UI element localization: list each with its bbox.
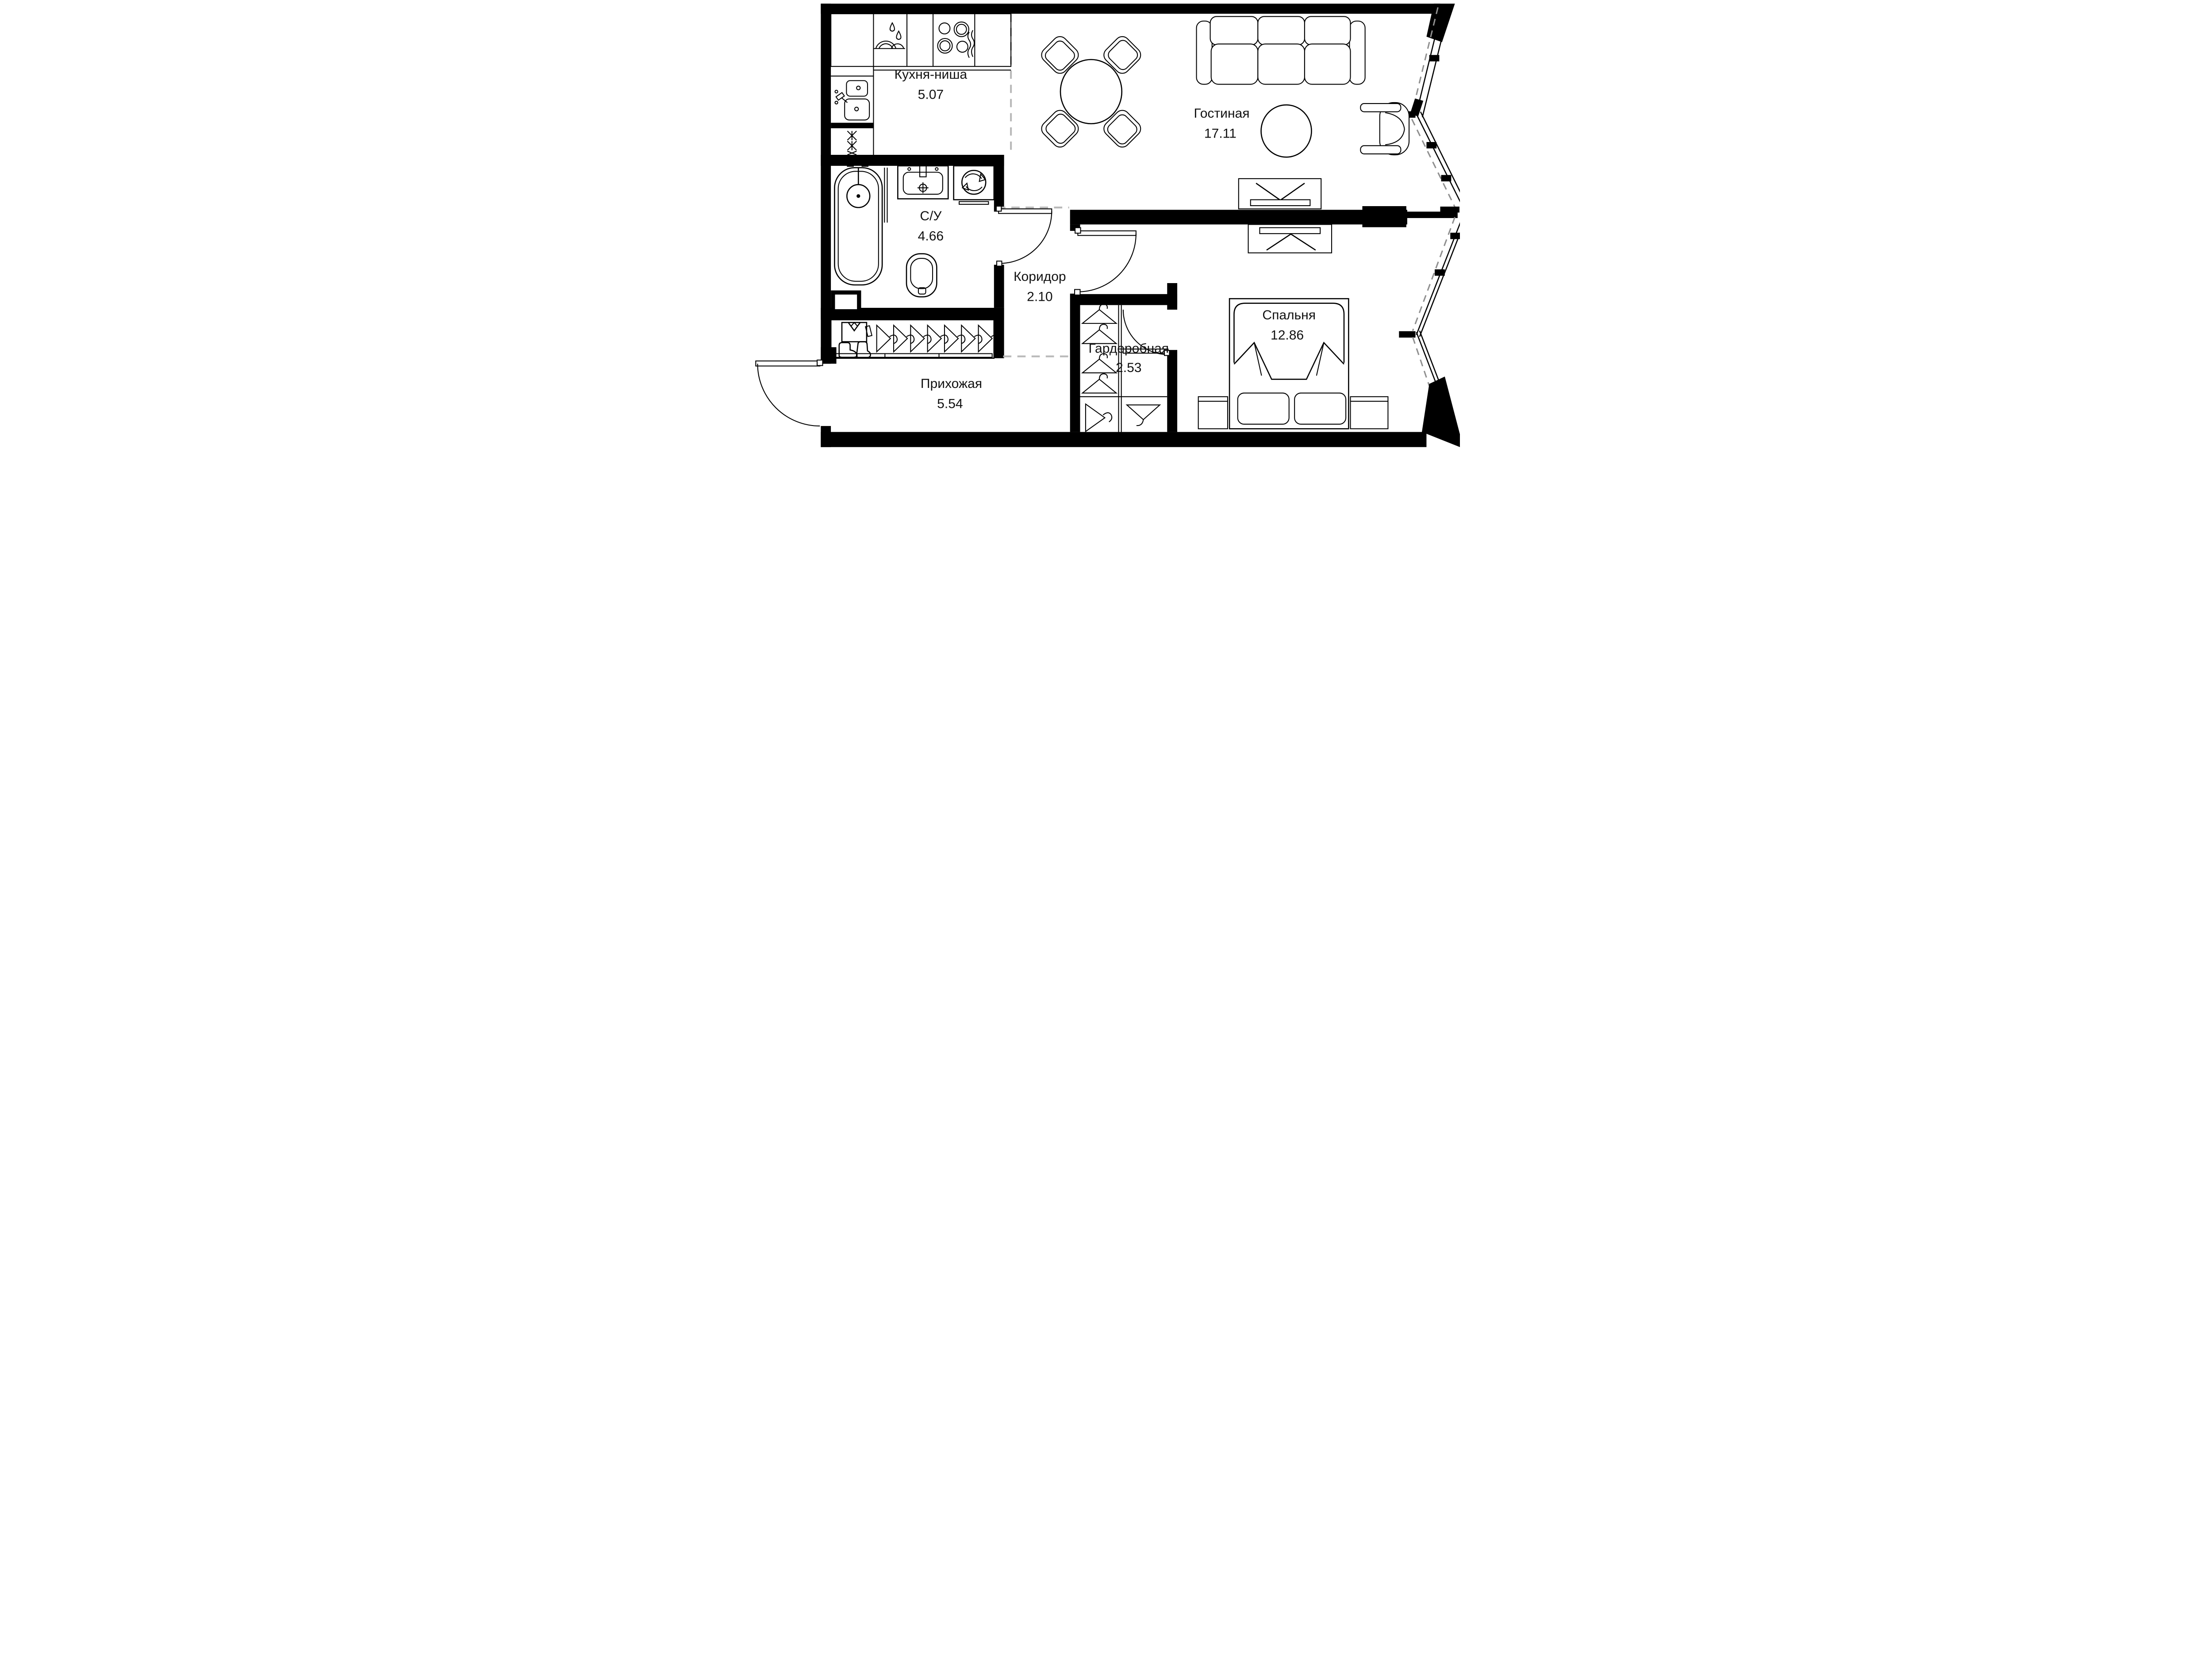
pillow	[1237, 392, 1290, 425]
bedroom-door	[1074, 227, 1137, 295]
toilet-icon	[906, 253, 937, 298]
hanger-icon	[1085, 403, 1113, 433]
hanger-icon	[1081, 353, 1118, 374]
hanger-icon	[1081, 324, 1118, 344]
zone-boundaries	[997, 14, 1069, 357]
facade-vertex-v3	[1399, 331, 1416, 338]
hanger-icon	[910, 324, 932, 353]
hanger-icon	[876, 324, 898, 353]
closet-rail	[832, 353, 993, 358]
hanger-icon	[893, 324, 915, 353]
wardrobe-room	[1080, 303, 1170, 433]
room-area-bedroom: 12.86	[1271, 328, 1304, 342]
hanger-icon	[927, 324, 949, 353]
kitchen-sink-icon	[834, 80, 870, 121]
room-area-living: 17.11	[1204, 127, 1237, 141]
hanger-icon	[1081, 303, 1118, 324]
floor-plan-page: Кухня-ниша 5.07 Гостиная 17.11 С/У 4.66 …	[752, 0, 1460, 447]
nightstand-left	[1198, 396, 1228, 430]
shaft	[831, 290, 861, 320]
room-area-hallway: 5.54	[937, 397, 963, 411]
room-label-corridor: Коридор	[1014, 269, 1066, 284]
tv-unit-living	[1238, 178, 1322, 210]
room-label-hallway: Прихожая	[921, 376, 982, 391]
closet-hangers	[876, 324, 999, 353]
dining-chair	[1103, 36, 1141, 74]
room-label-bathroom: С/У	[920, 209, 942, 223]
dining-chair	[1103, 110, 1141, 148]
hanger-icon	[944, 324, 966, 353]
room-label-wardrobe: Гардеробная	[1088, 341, 1169, 356]
walls	[821, 4, 1458, 447]
dishes-icon	[874, 22, 905, 49]
entrance-door	[755, 359, 823, 427]
wardrobe-hangers	[1081, 303, 1161, 433]
floor-plan: Кухня-ниша 5.07 Гостиная 17.11 С/У 4.66 …	[752, 0, 1460, 447]
hanger-icon	[961, 324, 983, 353]
room-area-corridor: 2.10	[1027, 289, 1052, 304]
bathroom-door	[995, 205, 1052, 267]
hanger-icon	[1125, 404, 1161, 426]
pillow	[1294, 392, 1347, 425]
room-area-kitchen: 5.07	[918, 88, 944, 102]
room-label-kitchen: Кухня-ниша	[895, 67, 968, 82]
kitchen-fixtures	[830, 13, 1012, 155]
hanger-icon	[978, 324, 999, 353]
facade-vertex-v2	[1440, 207, 1459, 213]
dining-chair	[1041, 110, 1079, 148]
boots-icon	[838, 341, 871, 359]
stove-icon	[937, 21, 975, 58]
washing-machine-icon	[953, 165, 995, 205]
hanger-icon	[1081, 373, 1118, 394]
hallway-closet	[830, 319, 999, 359]
dining-chair	[1041, 36, 1079, 74]
room-labels: Кухня-ниша 5.07 Гостиная 17.11 С/У 4.66 …	[895, 67, 1316, 411]
dining-set	[1041, 36, 1141, 148]
coffee-table	[1260, 104, 1312, 158]
coat-icon	[841, 322, 873, 342]
room-area-bathroom: 4.66	[918, 229, 944, 244]
armchair	[1360, 102, 1410, 156]
room-label-bedroom: Спальня	[1262, 308, 1316, 322]
facade-windows	[1399, 4, 1460, 447]
bathroom-fixtures	[831, 157, 1052, 320]
room-label-living: Гостиная	[1194, 106, 1249, 121]
tv-unit-bedroom	[1248, 224, 1333, 253]
wardrobe-door	[1122, 310, 1170, 356]
fridge-icon	[847, 130, 857, 155]
sofa	[1196, 16, 1366, 85]
nightstand-right	[1350, 396, 1389, 430]
bed	[1229, 298, 1349, 430]
bathtub-icon	[834, 157, 883, 286]
dining-table	[1060, 59, 1123, 124]
kitchen-counter	[830, 13, 1012, 67]
bath-sink-icon	[897, 165, 949, 199]
room-area-wardrobe: 2.53	[1116, 361, 1141, 375]
